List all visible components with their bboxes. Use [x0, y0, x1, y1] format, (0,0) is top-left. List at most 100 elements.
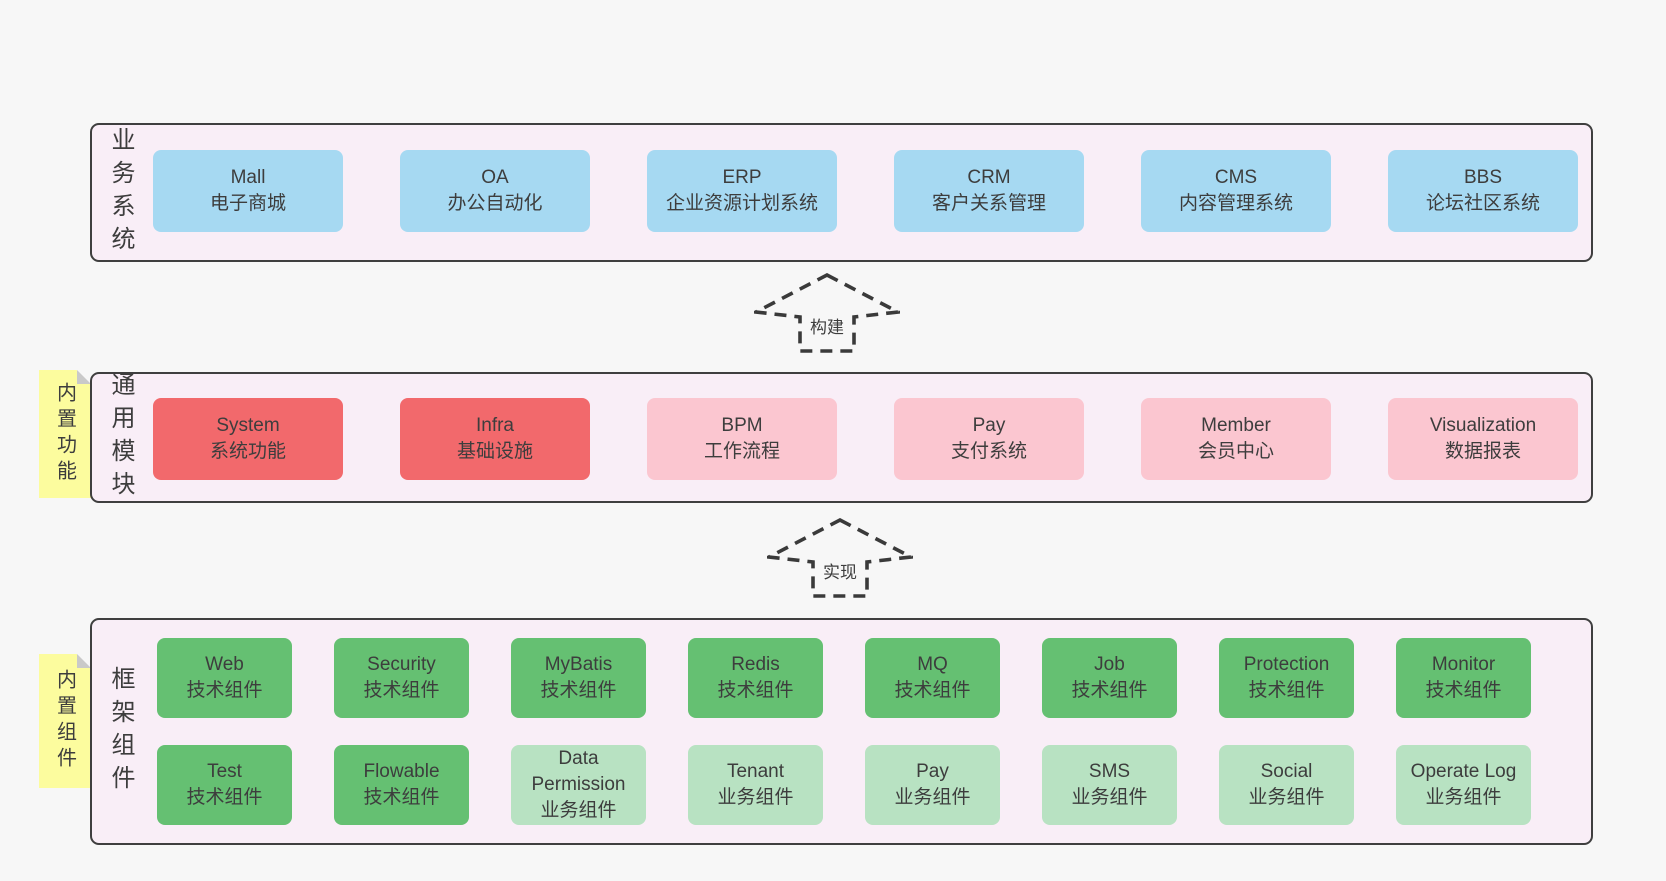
box-pay-component: Pay 业务组件	[865, 745, 1000, 825]
box-subtitle: 业务组件	[717, 787, 794, 808]
box-subtitle: 办公自动化	[447, 193, 543, 214]
box-operate-log: Operate Log 业务组件	[1396, 745, 1531, 825]
box-title: BPM	[721, 414, 763, 436]
box-title: Data Permission	[531, 747, 626, 795]
arrow-label-implement: 实现	[820, 558, 860, 583]
sticky-note-built-in-functions: 内置功能	[39, 370, 91, 498]
box-subtitle: 系统功能	[209, 441, 286, 462]
box-title: MyBatis	[544, 653, 613, 675]
box-title: SMS	[1088, 760, 1131, 782]
box-test: Test 技术组件	[157, 745, 292, 825]
layer-label-business-systems: 业务系统	[107, 126, 134, 259]
arrow-label-build: 构建	[807, 313, 847, 338]
box-subtitle: 技术组件	[1071, 680, 1148, 701]
box-security: Security 技术组件	[334, 638, 469, 718]
box-subtitle: 技术组件	[186, 680, 263, 701]
box-title: Security	[367, 653, 436, 675]
box-subtitle: 技术组件	[363, 680, 440, 701]
box-title: BBS	[1463, 166, 1503, 188]
box-title: Flowable	[363, 760, 440, 782]
box-erp: ERP 企业资源计划系统	[647, 150, 837, 232]
box-web: Web 技术组件	[157, 638, 292, 718]
box-title: Redis	[731, 653, 780, 675]
box-title: Protection	[1243, 653, 1330, 675]
box-title: Web	[205, 653, 244, 675]
box-infra: Infra 基础设施	[400, 398, 590, 480]
box-title: Visualization	[1429, 414, 1537, 436]
box-subtitle: 支付系统	[950, 441, 1027, 462]
box-subtitle: 内容管理系统	[1178, 193, 1293, 214]
layer-label-common-modules: 通用模块	[107, 371, 134, 504]
box-subtitle: 技术组件	[186, 787, 263, 808]
box-oa: OA 办公自动化	[400, 150, 590, 232]
box-title: Tenant	[726, 760, 785, 782]
box-social: Social 业务组件	[1219, 745, 1354, 825]
arrow-up-build: 构建	[754, 273, 900, 353]
box-title: ERP	[722, 166, 762, 188]
box-monitor: Monitor 技术组件	[1396, 638, 1531, 718]
box-sms: SMS 业务组件	[1042, 745, 1177, 825]
box-crm: CRM 客户关系管理	[894, 150, 1084, 232]
box-bbs: BBS 论坛社区系统	[1388, 150, 1578, 232]
box-subtitle: 技术组件	[363, 787, 440, 808]
layer-business-systems: 业务系统 Mall 电子商城 OA 办公自动化 ERP 企业资源计划系统 CRM…	[90, 123, 1593, 262]
box-subtitle: 电子商城	[209, 193, 286, 214]
box-title: MQ	[917, 653, 948, 675]
dashed-up-arrow-icon	[754, 273, 900, 353]
box-title: System	[216, 414, 280, 436]
box-title: Member	[1201, 414, 1271, 436]
box-tenant: Tenant 业务组件	[688, 745, 823, 825]
box-pay-module: Pay 支付系统	[894, 398, 1084, 480]
box-subtitle: 技术组件	[1425, 680, 1502, 701]
box-subtitle: 技术组件	[894, 680, 971, 701]
layer-common-modules: 通用模块 System 系统功能 Infra 基础设施 BPM 工作流程 Pay…	[90, 371, 1593, 504]
box-subtitle: 会员中心	[1197, 441, 1274, 462]
box-member: Member 会员中心	[1141, 398, 1331, 480]
sticky-note-label: 内置组件	[53, 669, 76, 773]
box-subtitle: 技术组件	[1248, 680, 1325, 701]
box-system: System 系统功能	[153, 398, 343, 480]
box-title: CMS	[1214, 166, 1258, 188]
box-title: OA	[481, 166, 509, 188]
folded-corner-icon	[77, 654, 91, 668]
box-title: Job	[1094, 653, 1125, 675]
layer-framework-components: 框架组件 Web 技术组件 Security 技术组件 MyBatis 技术组件…	[90, 618, 1593, 845]
box-subtitle: 数据报表	[1444, 441, 1521, 462]
box-redis: Redis 技术组件	[688, 638, 823, 718]
box-subtitle: 业务组件	[1071, 787, 1148, 808]
arrow-up-implement: 实现	[767, 518, 913, 598]
box-mall: Mall 电子商城	[153, 150, 343, 232]
sticky-note-label: 内置功能	[53, 382, 76, 486]
box-job: Job 技术组件	[1042, 638, 1177, 718]
box-subtitle: 技术组件	[540, 680, 617, 701]
box-subtitle: 技术组件	[717, 680, 794, 701]
sticky-note-built-in-components: 内置组件	[39, 654, 91, 788]
box-title: Social	[1260, 760, 1313, 782]
box-subtitle: 业务组件	[1248, 787, 1325, 808]
box-subtitle: 论坛社区系统	[1425, 193, 1540, 214]
box-title: CRM	[967, 166, 1011, 188]
box-visualization: Visualization 数据报表	[1388, 398, 1578, 480]
box-title: Mall	[230, 166, 266, 188]
layer-label-framework-components: 框架组件	[107, 665, 134, 798]
box-subtitle: 基础设施	[456, 441, 533, 462]
box-flowable: Flowable 技术组件	[334, 745, 469, 825]
box-cms: CMS 内容管理系统	[1141, 150, 1331, 232]
box-mq: MQ 技术组件	[865, 638, 1000, 718]
box-protection: Protection 技术组件	[1219, 638, 1354, 718]
box-subtitle: 客户关系管理	[931, 193, 1046, 214]
box-title: Monitor	[1431, 653, 1496, 675]
box-data-permission: Data Permission 业务组件	[511, 745, 646, 825]
box-subtitle: 业务组件	[1425, 787, 1502, 808]
box-subtitle: 业务组件	[540, 800, 617, 822]
box-bpm: BPM 工作流程	[647, 398, 837, 480]
box-subtitle: 业务组件	[894, 787, 971, 808]
box-title: Infra	[475, 414, 515, 436]
box-mybatis: MyBatis 技术组件	[511, 638, 646, 718]
box-subtitle: 工作流程	[703, 441, 780, 462]
box-title: Operate Log	[1410, 760, 1517, 782]
box-subtitle: 企业资源计划系统	[665, 193, 818, 214]
dashed-up-arrow-icon	[767, 518, 913, 598]
box-title: Pay	[916, 760, 949, 782]
